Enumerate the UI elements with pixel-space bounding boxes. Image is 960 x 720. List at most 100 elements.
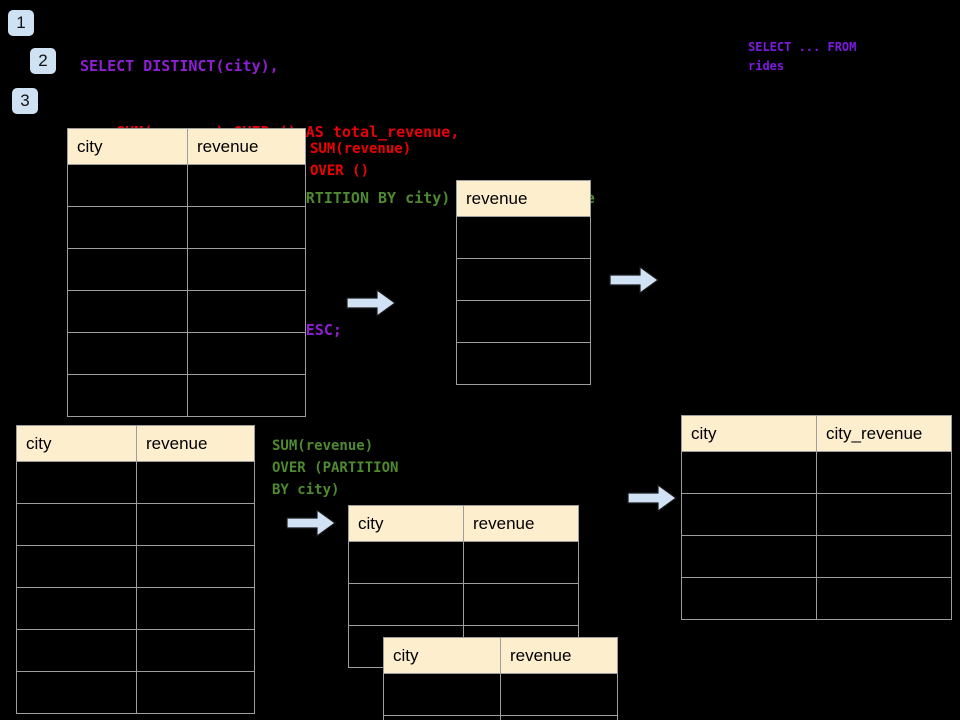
table-row xyxy=(16,461,255,504)
table-cell xyxy=(16,629,137,672)
table-cell xyxy=(383,715,501,720)
table-row xyxy=(16,587,255,630)
table-cell xyxy=(456,342,591,385)
table-cell xyxy=(136,545,255,588)
table-cell xyxy=(67,206,188,249)
total-revenue-table: revenue xyxy=(456,180,591,385)
table-header-row: city revenue xyxy=(348,505,579,542)
table-cell xyxy=(500,673,618,716)
table-row xyxy=(456,300,591,343)
table-cell xyxy=(136,671,255,714)
table-cell xyxy=(67,332,188,375)
table-row xyxy=(16,545,255,588)
table-cell xyxy=(67,374,188,417)
table-row xyxy=(681,535,952,578)
table-row xyxy=(67,164,306,207)
table-cell xyxy=(136,629,255,672)
table-cell xyxy=(67,248,188,291)
column-header-revenue: revenue xyxy=(463,505,579,542)
table-row xyxy=(67,374,306,417)
arrow-total-revenue-to-result xyxy=(609,265,660,295)
table-cell xyxy=(67,290,188,333)
table-body xyxy=(681,451,952,620)
table-cell xyxy=(681,577,817,620)
table-cell xyxy=(16,587,137,630)
sidenote-select-from-rides: SELECT ... FROM rides xyxy=(748,40,857,73)
column-header-revenue: revenue xyxy=(136,425,255,462)
partition-group-table-a: city revenue xyxy=(348,505,579,668)
arrow-partition-to-result xyxy=(627,483,678,513)
table-cell xyxy=(187,374,306,417)
rides-source-table: city revenue xyxy=(67,128,306,417)
table-row xyxy=(16,671,255,714)
final-result-table: city city_revenue xyxy=(681,415,952,620)
table-cell xyxy=(136,587,255,630)
table-row xyxy=(67,290,306,333)
annotation-city-revenue: SUM(revenue) OVER (PARTITION BY city) xyxy=(272,438,399,498)
column-header-city: city xyxy=(348,505,464,542)
table-cell xyxy=(67,164,188,207)
table-header-row: city revenue xyxy=(383,637,618,674)
column-header-revenue: revenue xyxy=(456,180,591,217)
table-row xyxy=(681,451,952,494)
table-cell xyxy=(383,673,501,716)
table-cell xyxy=(187,290,306,333)
column-header-revenue: revenue xyxy=(187,128,306,165)
table-cell xyxy=(463,541,579,584)
table-cell xyxy=(681,535,817,578)
table-cell xyxy=(816,493,952,536)
table-header-row: city city_revenue xyxy=(681,415,952,452)
table-header-row: revenue xyxy=(456,180,591,217)
table-cell xyxy=(187,206,306,249)
table-cell xyxy=(500,715,618,720)
table-cell xyxy=(16,671,137,714)
arrow-source-to-total-revenue xyxy=(346,288,397,318)
table-cell xyxy=(16,461,137,504)
table-cell xyxy=(136,503,255,546)
table-cell xyxy=(348,541,464,584)
table-cell xyxy=(463,583,579,626)
table-cell xyxy=(187,332,306,375)
partition-group-table-b: city revenue xyxy=(383,637,618,720)
table-body xyxy=(383,673,618,720)
table-row xyxy=(67,248,306,291)
table-cell xyxy=(456,300,591,343)
step-badge-1: 1 xyxy=(8,10,34,36)
table-row xyxy=(383,715,618,720)
arrow-source-to-partition xyxy=(286,508,337,538)
table-cell xyxy=(136,461,255,504)
table-row xyxy=(383,673,618,716)
sql-line-select: SELECT DISTINCT(city), xyxy=(80,57,279,75)
table-cell xyxy=(816,577,952,620)
column-header-city: city xyxy=(67,128,188,165)
table-row xyxy=(456,342,591,385)
table-cell xyxy=(681,451,817,494)
table-row xyxy=(681,577,952,620)
table-row xyxy=(348,583,579,626)
step-badge-2: 2 xyxy=(30,48,56,74)
table-body xyxy=(456,216,591,385)
table-row xyxy=(16,629,255,672)
table-row xyxy=(348,541,579,584)
table-cell xyxy=(187,248,306,291)
annotation-total-revenue: SUM(revenue) OVER () xyxy=(310,141,412,179)
table-cell xyxy=(348,583,464,626)
table-row xyxy=(16,503,255,546)
table-body xyxy=(67,164,306,417)
column-header-revenue: revenue xyxy=(500,637,618,674)
table-body xyxy=(16,461,255,714)
step-badge-3: 3 xyxy=(12,88,38,114)
rides-source-table-bottom: city revenue xyxy=(16,425,255,714)
table-row xyxy=(67,206,306,249)
table-cell xyxy=(456,216,591,259)
table-cell xyxy=(681,493,817,536)
table-row xyxy=(681,493,952,536)
table-cell xyxy=(16,503,137,546)
table-cell xyxy=(456,258,591,301)
column-header-city: city xyxy=(681,415,817,452)
table-row xyxy=(456,258,591,301)
table-row xyxy=(456,216,591,259)
column-header-city: city xyxy=(16,425,137,462)
column-header-city-revenue: city_revenue xyxy=(816,415,952,452)
